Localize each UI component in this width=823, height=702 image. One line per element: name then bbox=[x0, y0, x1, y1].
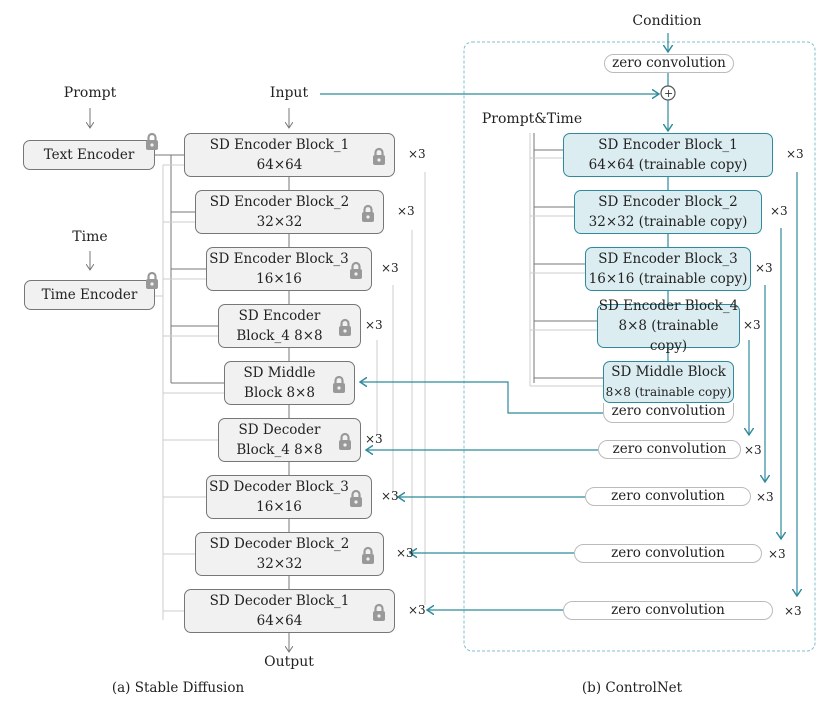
block-size: Block_4 8×8 bbox=[236, 442, 323, 458]
plus-icon: + bbox=[664, 87, 673, 100]
block-size: 32×32 bbox=[256, 214, 303, 230]
repeat-label: ×3 bbox=[365, 318, 383, 332]
lock-icon bbox=[332, 375, 346, 393]
lock-icon bbox=[145, 271, 159, 289]
caption-controlnet: (b) ControlNet bbox=[581, 680, 683, 696]
lock-icon bbox=[338, 318, 352, 336]
block-size: 8×8 (trainable copy) bbox=[605, 385, 732, 399]
block-title: SD Encoder Block_4 bbox=[598, 298, 739, 314]
repeat-label: ×3 bbox=[784, 604, 802, 618]
lock-icon bbox=[349, 489, 363, 507]
lock-icon bbox=[338, 432, 352, 450]
lock-icon bbox=[361, 546, 375, 564]
block-title: SD Encoder Block_3 bbox=[209, 251, 349, 267]
sd-block-2: SD Encoder Block_3 16×16 bbox=[206, 247, 372, 291]
repeat-label: ×3 bbox=[755, 261, 773, 275]
prompt-time-label: Prompt&Time bbox=[481, 111, 583, 127]
block-title: SD Decoder Block_3 bbox=[209, 479, 349, 495]
repeat-label: ×3 bbox=[381, 489, 399, 503]
repeat-label: ×3 bbox=[744, 443, 762, 457]
repeat-label: ×3 bbox=[770, 204, 788, 218]
block-size: 8×8 (trainable copy) bbox=[618, 318, 719, 354]
lock-icon bbox=[372, 603, 386, 621]
trainable-block-0: SD Encoder Block_1 64×64 (trainable copy) bbox=[563, 133, 773, 177]
repeat-label: ×3 bbox=[756, 490, 774, 504]
text-encoder-label: Text Encoder bbox=[43, 147, 135, 163]
output-label: Output bbox=[264, 654, 314, 670]
block-size: 32×32 bbox=[256, 556, 303, 572]
zero-convolution-output: zero convolution bbox=[574, 544, 762, 563]
caption-stable-diffusion: (a) Stable Diffusion bbox=[111, 680, 245, 696]
block-title: SD Middle bbox=[243, 365, 316, 381]
repeat-label: ×3 bbox=[408, 603, 426, 617]
block-size: 64×64 bbox=[256, 613, 303, 629]
zero-convolution-input: zero convolution bbox=[604, 54, 734, 73]
trainable-block-1: SD Encoder Block_2 32×32 (trainable copy) bbox=[574, 190, 762, 234]
repeat-label: ×3 bbox=[381, 261, 399, 275]
sd-block-8: SD Decoder Block_1 64×64 bbox=[184, 589, 395, 633]
zero-convolution-middle: zero convolution bbox=[603, 403, 734, 423]
lock-icon bbox=[372, 147, 386, 165]
block-title: SD Decoder Block_2 bbox=[209, 536, 350, 552]
block-title: SD Middle Block bbox=[611, 364, 726, 380]
block-size: Block 8×8 bbox=[244, 385, 315, 401]
repeat-label: ×3 bbox=[743, 318, 761, 332]
repeat-label: ×3 bbox=[768, 547, 786, 561]
text-encoder-block: Text Encoder bbox=[23, 140, 155, 170]
time-label: Time bbox=[72, 229, 108, 245]
sd-block-1: SD Encoder Block_2 32×32 bbox=[195, 190, 384, 234]
input-label: Input bbox=[269, 85, 309, 101]
repeat-label: ×3 bbox=[786, 147, 804, 161]
lock-icon bbox=[349, 261, 363, 279]
repeat-label: ×3 bbox=[397, 204, 415, 218]
block-size: 32×32 (trainable copy) bbox=[588, 214, 748, 230]
block-title: SD Encoder Block_1 bbox=[209, 137, 350, 153]
block-size: 16×16 (trainable copy) bbox=[588, 271, 748, 287]
trainable-block-2: SD Encoder Block_3 16×16 (trainable copy) bbox=[585, 247, 751, 291]
block-title: SD Decoder bbox=[238, 422, 321, 438]
lock-icon bbox=[361, 204, 375, 222]
zero-convolution-output: zero convolution bbox=[585, 487, 751, 506]
block-title: SD Decoder Block_1 bbox=[209, 593, 350, 609]
block-size: Block_4 8×8 bbox=[236, 328, 323, 344]
block-size: 64×64 bbox=[256, 157, 303, 173]
block-title: SD Encoder Block_2 bbox=[209, 194, 350, 210]
sd-block-6: SD Decoder Block_3 16×16 bbox=[206, 475, 372, 519]
condition-label: Condition bbox=[632, 13, 702, 29]
trainable-block-4: SD Middle Block 8×8 (trainable copy) bbox=[603, 361, 734, 403]
zero-convolution-output: zero convolution bbox=[598, 440, 741, 459]
block-title: SD Encoder Block_1 bbox=[598, 137, 738, 153]
block-size: 16×16 bbox=[256, 271, 302, 287]
trainable-block-3: SD Encoder Block_4 8×8 (trainable copy) bbox=[597, 298, 740, 354]
block-size: 64×64 (trainable copy) bbox=[588, 157, 748, 173]
sd-block-0: SD Encoder Block_1 64×64 bbox=[184, 133, 395, 177]
repeat-label: ×3 bbox=[365, 432, 383, 446]
sd-block-7: SD Decoder Block_2 32×32 bbox=[195, 532, 384, 576]
zero-convolution-output: zero convolution bbox=[563, 601, 773, 620]
block-size: 16×16 bbox=[256, 499, 302, 515]
time-encoder-label: Time Encoder bbox=[41, 287, 138, 303]
prompt-label: Prompt bbox=[63, 85, 117, 101]
block-title: SD Encoder Block_2 bbox=[598, 194, 738, 210]
time-encoder-block: Time Encoder bbox=[24, 280, 155, 310]
repeat-label: ×3 bbox=[408, 147, 426, 161]
lock-icon bbox=[145, 132, 159, 150]
block-title: SD Encoder bbox=[238, 308, 321, 324]
block-title: SD Encoder Block_3 bbox=[598, 251, 738, 267]
repeat-label: ×3 bbox=[396, 546, 414, 560]
